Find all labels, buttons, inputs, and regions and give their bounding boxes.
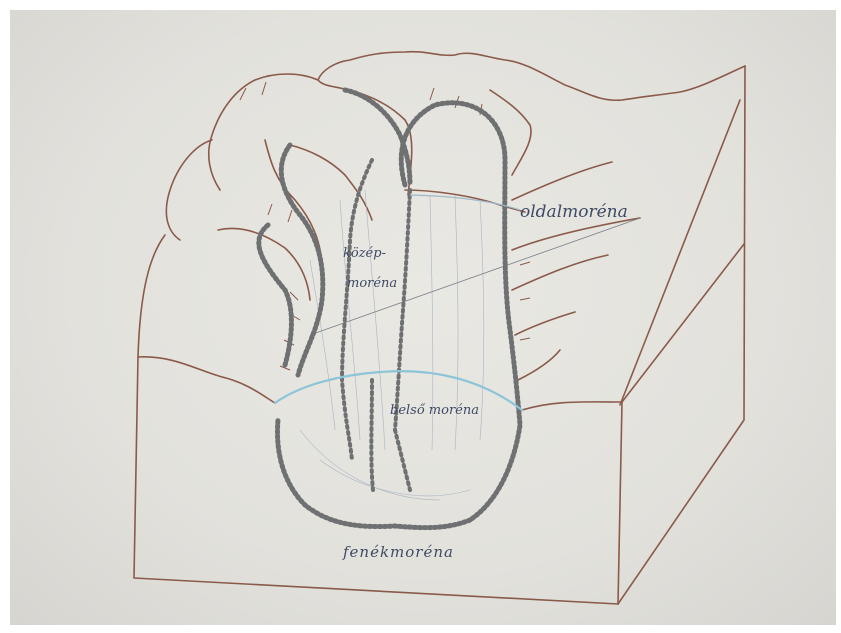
lateral-moraine-right — [401, 103, 520, 520]
ground-moraine — [277, 420, 470, 528]
medial-moraine-1 — [342, 160, 372, 460]
ground-moraine-label: fenékmoréna — [343, 545, 454, 560]
right-slope-1 — [512, 162, 612, 200]
medial-moraine-label-line2: moréna — [347, 277, 397, 290]
internal-moraine-label: belső moréna — [390, 404, 479, 417]
slope-hatching — [240, 82, 530, 370]
right-upper-ridge — [490, 90, 531, 175]
right-top-edge — [522, 244, 744, 410]
block-vertical-edge — [618, 402, 622, 604]
right-slope-2 — [512, 218, 640, 250]
terrain-block-outline — [134, 52, 745, 604]
right-face-edge — [618, 66, 745, 604]
left-mountain-ridge-3 — [138, 235, 165, 357]
right-slope-5 — [518, 350, 560, 380]
right-slope-3 — [512, 255, 608, 290]
medial-moraine-3 — [395, 430, 410, 490]
ice-flow-lines — [300, 190, 484, 500]
right-inner-edge — [620, 100, 740, 405]
right-slope-4 — [515, 312, 575, 335]
medial-moraine-4 — [371, 380, 373, 490]
lateral-moraine-left — [281, 145, 323, 375]
back-mountain-ridge — [318, 52, 745, 101]
medial-moraine-label-line1: közép- — [343, 247, 386, 260]
left-mountain-ridge-2 — [166, 140, 212, 240]
front-face-edge — [134, 357, 618, 604]
medial-moraine-2 — [395, 190, 410, 430]
lateral-moraine-label: oldalmoréna — [520, 204, 628, 221]
left-lower-moraine — [259, 225, 292, 365]
front-top-edge — [138, 357, 275, 403]
moraines — [259, 90, 520, 528]
